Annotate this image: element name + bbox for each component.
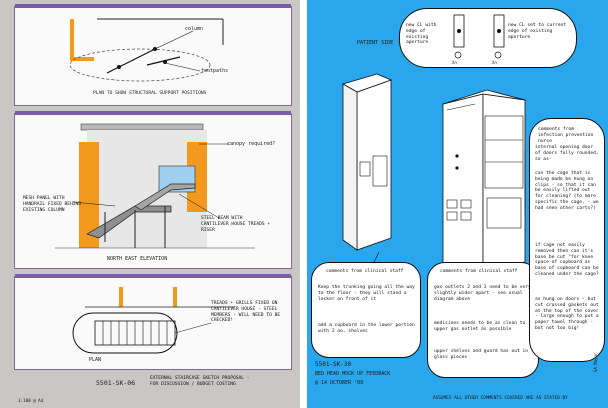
panel-top-rule <box>15 4 291 8</box>
new-cl-right-label: new CL set to current edge of existing a… <box>508 23 567 40</box>
right-sheet-code: 5501-SK-30 <box>315 361 352 368</box>
panel-top-rule <box>15 111 291 115</box>
new-cl-left-label: new CL with edge of existing aperture <box>406 23 437 46</box>
canopy-label: canopy required? <box>227 141 276 147</box>
clinical-left-item-2: add a cupboard in the lower portion with… <box>318 323 415 334</box>
infection-item-2: can the cage that is being made be hung … <box>535 171 599 211</box>
panel-top-rule <box>15 274 291 278</box>
elevation-panel: canopy required? mesh panel with handrai… <box>14 111 292 269</box>
right-feedback-sheet: new CL with edge of existing aperture ne… <box>307 0 608 408</box>
stair-plan-panel: treads + grills fixed on cantilever hous… <box>14 274 292 370</box>
aperture-cloud-bubble: new CL with edge of existing aperture ne… <box>399 8 577 68</box>
elevation-drawing <box>55 123 255 249</box>
clinical-left-item-1: Keep the trunking going all the way to t… <box>318 285 415 302</box>
column-label: column <box>185 26 204 32</box>
structural-plan-panel: column footpaths plan to show structural… <box>14 4 292 106</box>
structural-plan-drawing <box>69 18 224 82</box>
stair-plan-drawing <box>72 306 235 354</box>
mini-label-left: Xn <box>452 60 457 65</box>
left-sheet-code: 5501-SK-06 <box>96 379 136 387</box>
mesh-panel-note: mesh panel with handrail fixed behind ex… <box>23 196 82 213</box>
clinical-staff-bubble-mid: comments from clinical staff gas outlets… <box>427 262 539 378</box>
footpaths-label: footpaths <box>201 68 229 74</box>
clinical-mid-item-1: gas outlets 2 and 3 need to be very slig… <box>434 285 531 302</box>
orange-wall-horizontal <box>70 57 94 61</box>
infection-item-1: internal opening door of doors fully rou… <box>535 145 599 162</box>
infection-title: comments from infection prevention nurse <box>538 127 594 144</box>
right-sheet-assumption: assumes all other comments covered are a… <box>433 396 568 401</box>
orange-wall-left <box>119 287 123 307</box>
plan-caption: plan <box>89 357 102 363</box>
mini-label-right: Xn <box>492 60 497 65</box>
left-sheet-description: External staircase sketch proposal - for… <box>150 376 250 387</box>
treads-note: treads + grills fixed on cantilever hous… <box>211 301 281 324</box>
infection-prevention-bubble: comments from infection prevention nurse… <box>529 118 605 362</box>
orange-wall-right <box>173 287 177 307</box>
right-sheet-title: bed head mock up feedback <box>315 371 391 377</box>
orange-wall-vertical <box>70 19 74 61</box>
left-sheet-scale: 1:100 @ A4 <box>18 398 44 403</box>
aperture-sketch <box>453 14 505 59</box>
patient-side-label: patient side <box>357 40 394 46</box>
steel-beam-label: steel beam with cantilever house treads … <box>201 216 271 233</box>
infection-item-3: if cage not easily removed then can it's… <box>535 243 599 277</box>
clinical-staff-bubble-left: comments from clinical staff Keep the tr… <box>311 262 421 358</box>
clinical-left-title: comments from clinical staff <box>326 269 404 274</box>
clinical-mid-title: comments from clinical staff <box>440 269 518 274</box>
clinical-mid-item-2: medicines needs to be as clean to upper … <box>434 321 526 332</box>
infection-item-4: as hung on doors - but cut crossed gaske… <box>535 297 599 331</box>
bedhead-units-sketch <box>341 73 526 281</box>
right-sheet-initials: SA Mayor <box>593 352 598 372</box>
left-sketch-sheet: column footpaths plan to show structural… <box>0 0 300 408</box>
elevation-caption: north east elevation <box>107 256 168 262</box>
right-sheet-date: @ 14 October '09 <box>315 380 364 386</box>
clinical-mid-item-3: upper shelves and guard has out in glass… <box>434 349 529 360</box>
panel1-caption: plan to show structural support position… <box>93 91 207 96</box>
